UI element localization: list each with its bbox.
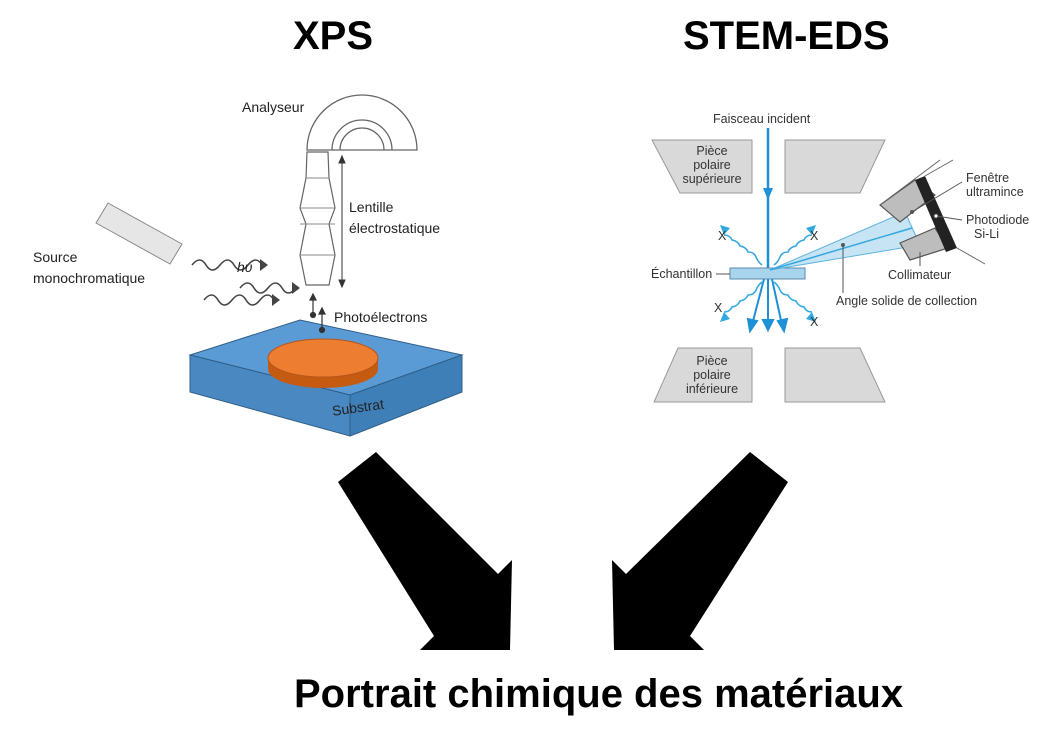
photodiode-label-2: Si-Li (974, 227, 999, 241)
x-mark-upper-left: X (718, 229, 727, 243)
transmitted-beams (746, 278, 789, 334)
upper-pole-left (651, 139, 753, 194)
sample-disk (267, 338, 379, 378)
lens-label-2: électrostatique (349, 220, 440, 236)
window-label-2: ultramince (966, 185, 1024, 199)
lower-pole-left (653, 347, 753, 403)
stem-eds-diagram: Pièce polaire supérieure Pièce polaire i… (651, 112, 1029, 403)
right-arrow (612, 452, 788, 650)
hv-label: hυ (237, 259, 253, 275)
lens-dimension-arrow (338, 154, 346, 289)
upper-pole-right (784, 139, 886, 194)
x-mark-lower-left: X (714, 301, 723, 315)
analyser-inner (331, 119, 393, 151)
photoelectrons (309, 292, 326, 334)
substrate-label: Substrat (331, 396, 385, 419)
photodiode-label-1: Photodiode (966, 213, 1029, 227)
lower-pole-right (784, 347, 886, 403)
photon-arrowheads (260, 259, 300, 306)
photoelectrons-label: Photoélectrons (334, 309, 427, 325)
x-ray-source (95, 202, 183, 265)
lens-column (299, 151, 336, 286)
xps-title: XPS (293, 14, 374, 58)
eds-sample (729, 267, 806, 280)
x-mark-upper-right: X (810, 229, 819, 243)
x-ray-arrowheads (720, 225, 816, 322)
substrate-right (349, 354, 463, 437)
lower-pole-label-2: polaire (693, 368, 731, 382)
solid-angle-label: Angle solide de collection (836, 294, 977, 308)
beam-label: Faisceau incident (713, 112, 811, 126)
lower-pole-label-1: Pièce (696, 354, 727, 368)
collection-cone (769, 211, 921, 271)
left-arrow (338, 452, 512, 650)
sample-label: Échantillon (651, 266, 712, 281)
photon-waves (191, 259, 297, 306)
result-caption: Portrait chimique des matériaux (294, 672, 904, 716)
upper-pole-label-3: supérieure (682, 172, 741, 186)
x-ray-emissions (723, 234, 813, 313)
x-mark-lower-right: X (810, 315, 819, 329)
source-label-1: Source (33, 249, 78, 265)
analyser-label: Analyseur (242, 99, 305, 115)
xps-diagram: Substrat Source monochromatique hυ (33, 94, 464, 437)
stem-eds-title: STEM-EDS (683, 14, 890, 58)
lens-label-1: Lentille (349, 199, 394, 215)
lower-pole-label-3: inférieure (686, 382, 738, 396)
upper-pole-label-1: Pièce (696, 144, 727, 158)
upper-pole-label-2: polaire (693, 158, 731, 172)
collimator-label: Collimateur (888, 268, 951, 282)
analyser-outer (306, 94, 418, 151)
window-label-1: Fenêtre (966, 171, 1009, 185)
source-label-2: monochromatique (33, 270, 145, 286)
